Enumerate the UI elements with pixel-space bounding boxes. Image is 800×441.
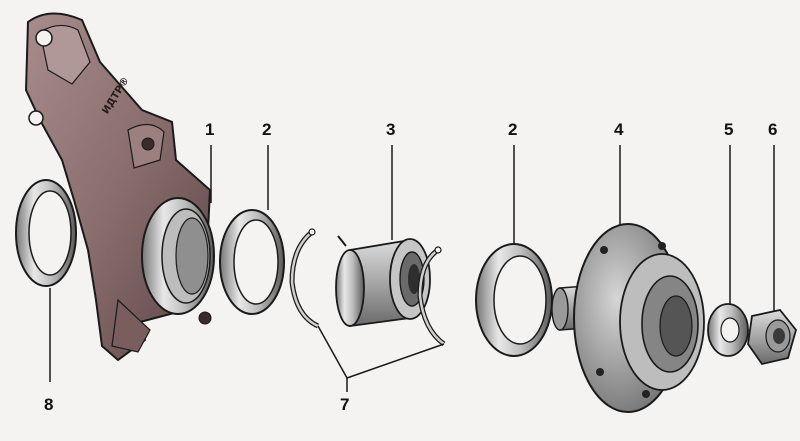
stud-hole bbox=[642, 390, 650, 398]
stud-hole bbox=[596, 368, 604, 376]
part-3-wheel-bearing bbox=[335, 235, 431, 328]
leader-7a bbox=[317, 325, 348, 379]
part-7-circlip-right bbox=[417, 246, 446, 347]
callout-2-right: 2 bbox=[508, 120, 518, 139]
callout-7: 7 bbox=[340, 395, 350, 414]
callout-2-left: 2 bbox=[262, 120, 272, 139]
part-8-seal-ring bbox=[15, 179, 77, 287]
callout-1: 1 bbox=[205, 120, 215, 139]
part-7-circlip-left bbox=[289, 228, 320, 329]
stud-hole bbox=[600, 246, 608, 254]
callout-5: 5 bbox=[724, 120, 734, 139]
mount-hole bbox=[35, 29, 53, 47]
part-5-washer bbox=[707, 303, 749, 357]
part-4-wheel-hub bbox=[551, 223, 705, 413]
stud-hole bbox=[658, 242, 666, 250]
leader-lines bbox=[49, 145, 775, 392]
mount-hole bbox=[28, 110, 44, 126]
callout-6: 6 bbox=[768, 120, 778, 139]
callout-4: 4 bbox=[614, 120, 624, 139]
part-2-retaining-ring-left bbox=[219, 209, 285, 315]
callout-8: 8 bbox=[44, 395, 54, 414]
part-1-hub-bore bbox=[141, 197, 215, 315]
part-6-hub-nut bbox=[747, 309, 797, 366]
bearing-tab bbox=[337, 235, 347, 247]
callout-3: 3 bbox=[386, 120, 396, 139]
part-2-retaining-ring-right bbox=[475, 243, 553, 357]
leader-7b bbox=[346, 343, 445, 379]
